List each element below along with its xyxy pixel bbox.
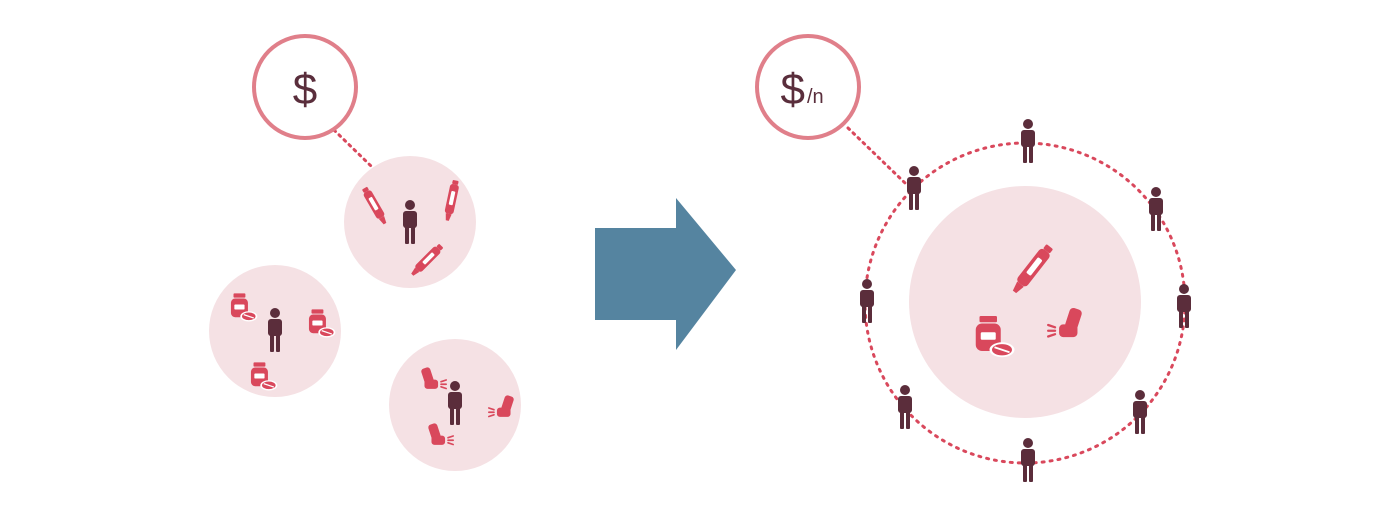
left-cost-ring: $ [252,34,358,140]
pooled-medication-bubble [909,186,1141,418]
person-icon [898,385,912,429]
svg-text:$: $ [781,65,805,114]
right-connector-line [846,126,907,185]
right-cost-ring: $ /n [755,34,861,140]
right-cost-divisor: /n [807,86,824,108]
group-bubble-bottles [209,265,341,397]
person-icon [907,166,921,210]
svg-text:/n: /n [807,86,824,108]
left-scenario: $ [209,34,521,471]
arrow-right-icon [595,198,736,350]
person-icon [1149,187,1163,231]
person-icon [1133,390,1147,434]
group-bubble-inhalers [389,339,521,471]
person-icon [1021,119,1035,163]
right-cost-symbol: $ [781,65,805,114]
right-scenario: $ /n [755,34,1191,482]
left-cost-symbol: $ [293,65,317,114]
group-bubble-pens [344,156,476,288]
person-icon [1021,438,1035,482]
